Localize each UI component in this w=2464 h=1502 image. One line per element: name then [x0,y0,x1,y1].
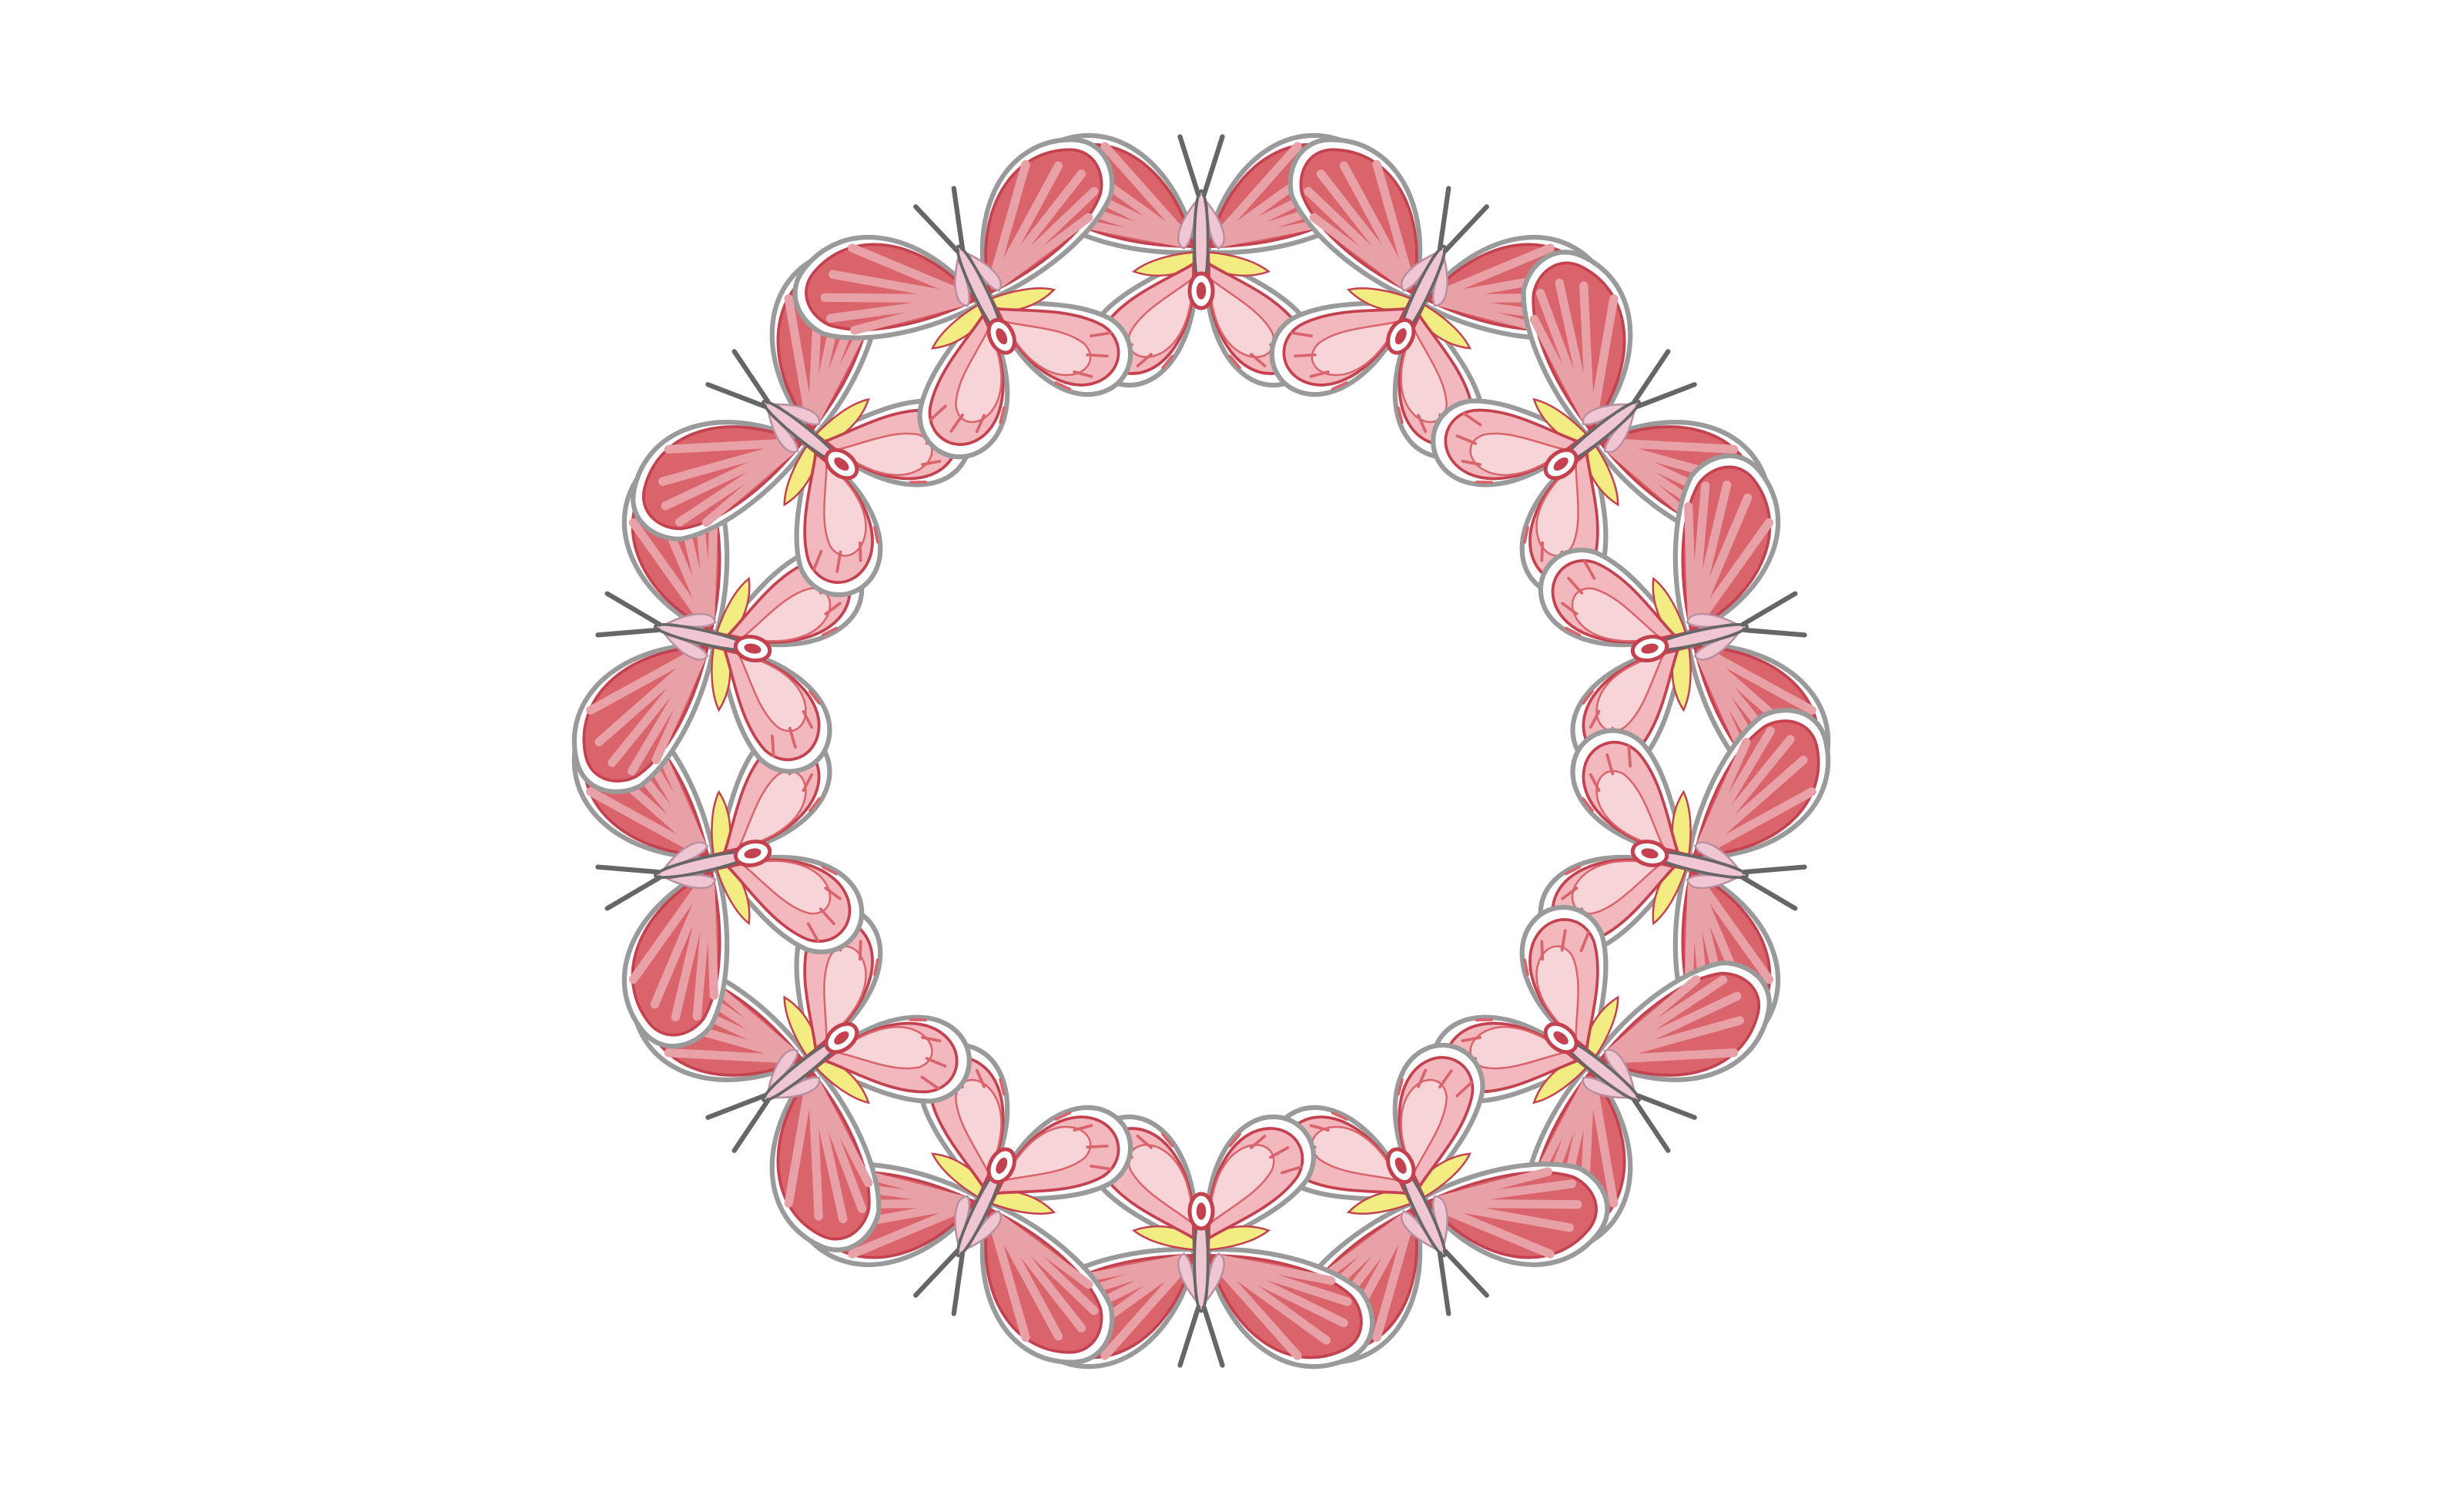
artwork-canvas [0,0,2464,1502]
butterfly-wreath [0,0,2464,1502]
